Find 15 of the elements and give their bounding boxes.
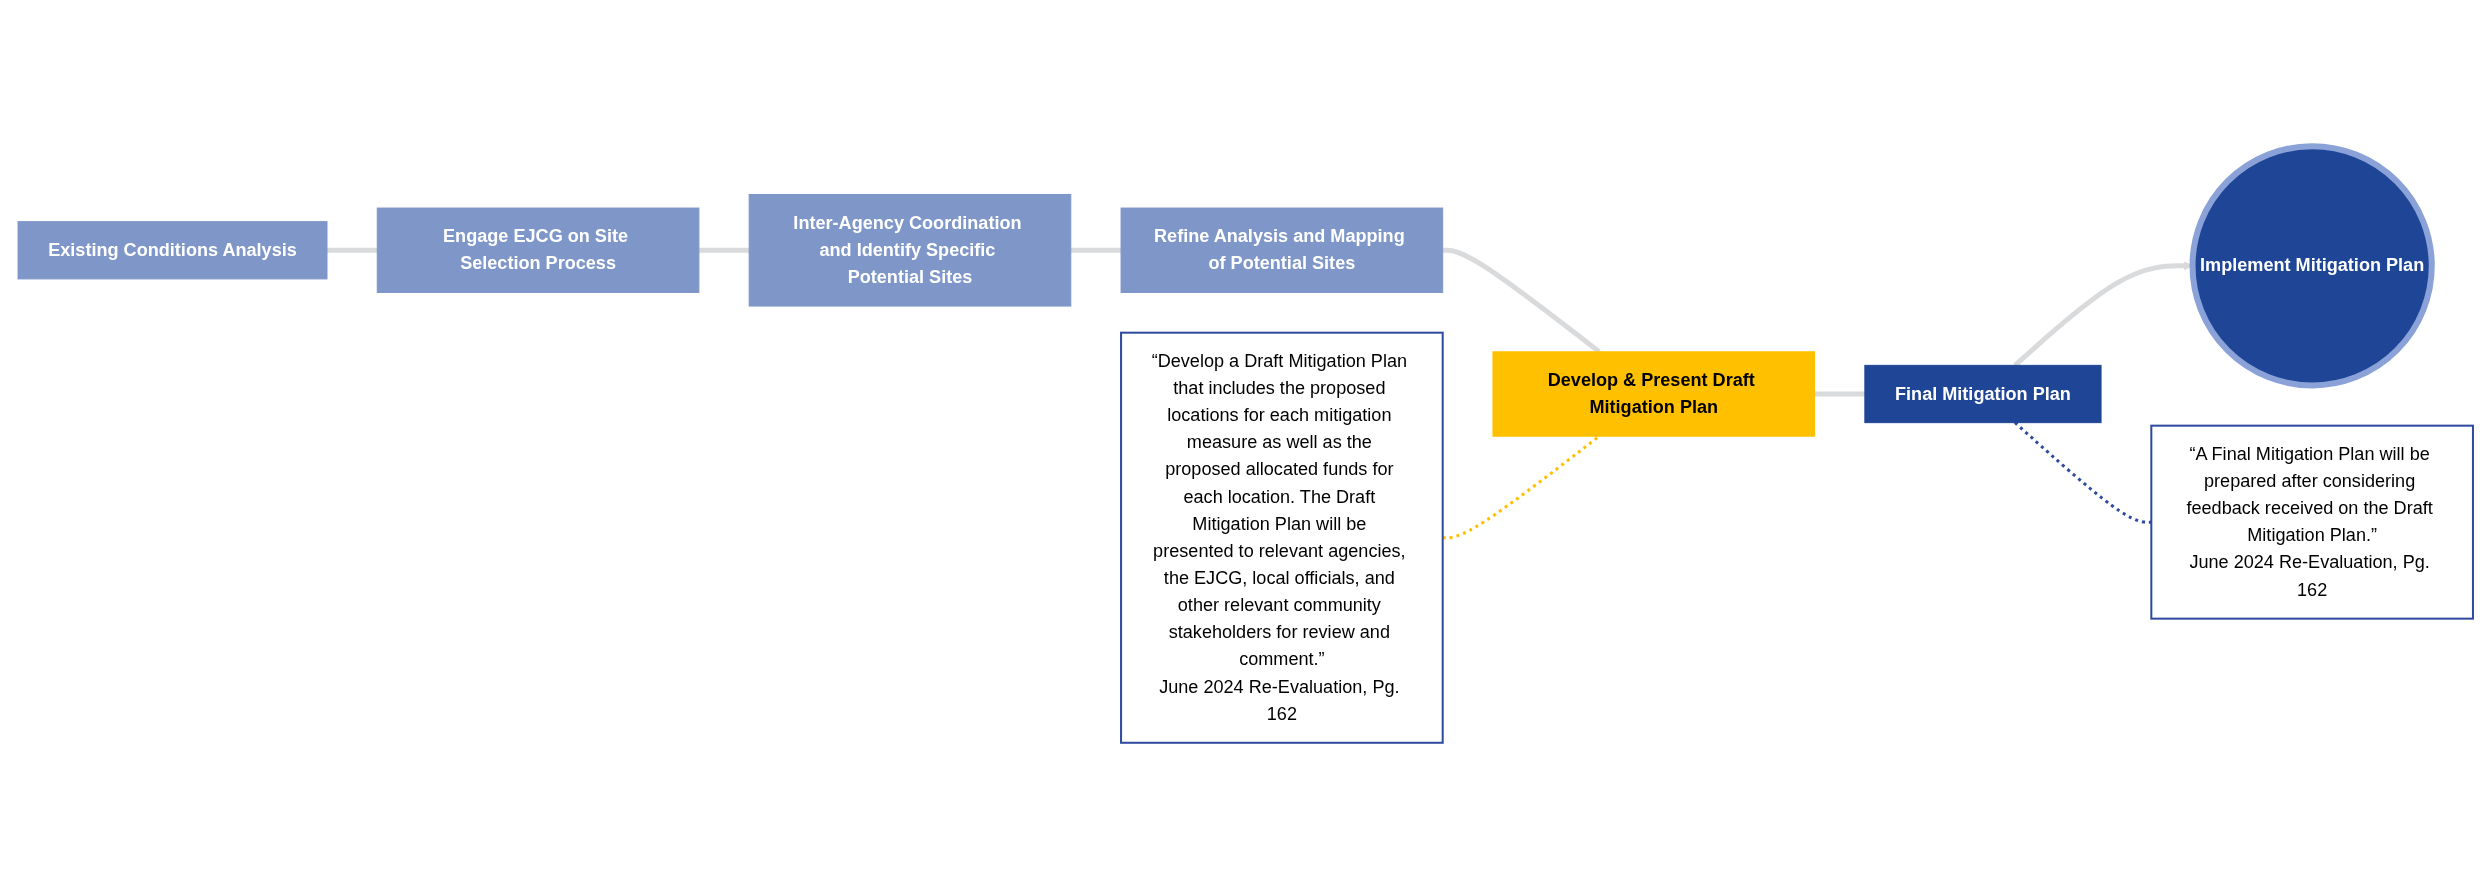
connector bbox=[698, 247, 750, 253]
node-circle: Implement Mitigation Plan bbox=[2189, 143, 2435, 389]
node-box: “Develop a Draft Mitigation Plan that includes the proposed locations for each mitigation measure as well as the proposed allocated funds for each location. The Draft Mitigation Plan will be presented to relevant agencies, the EJCG, local officials, and other relevant community stakeholders for review and comment.” June 2024 Re-Evaluation, Pg. 162 bbox=[1120, 331, 1444, 744]
node-box: Inter-Agency Coordination and Identify Specific Potential Sites bbox=[748, 193, 1072, 307]
connector bbox=[1442, 435, 1601, 540]
node-box: Engage EJCG on Site Selection Process bbox=[376, 207, 700, 293]
connector bbox=[1070, 247, 1122, 253]
connector bbox=[1814, 391, 1865, 397]
connector bbox=[327, 247, 378, 253]
node-box: Existing Conditions Analysis bbox=[17, 221, 328, 280]
node-box: Final Mitigation Plan bbox=[1864, 364, 2102, 424]
node-box: “A Final Mitigation Plan will be prepared after considering feedback received on the Draft Mitigation Plan.” June 2024 Re-Evaluation, Pg. 162 bbox=[2150, 424, 2474, 620]
node-box: Develop & Present Draft Mitigation Plan bbox=[1492, 351, 1816, 437]
node-box: Refine Analysis and Mapping of Potential Sites bbox=[1120, 207, 1444, 293]
connector bbox=[2013, 421, 2152, 524]
